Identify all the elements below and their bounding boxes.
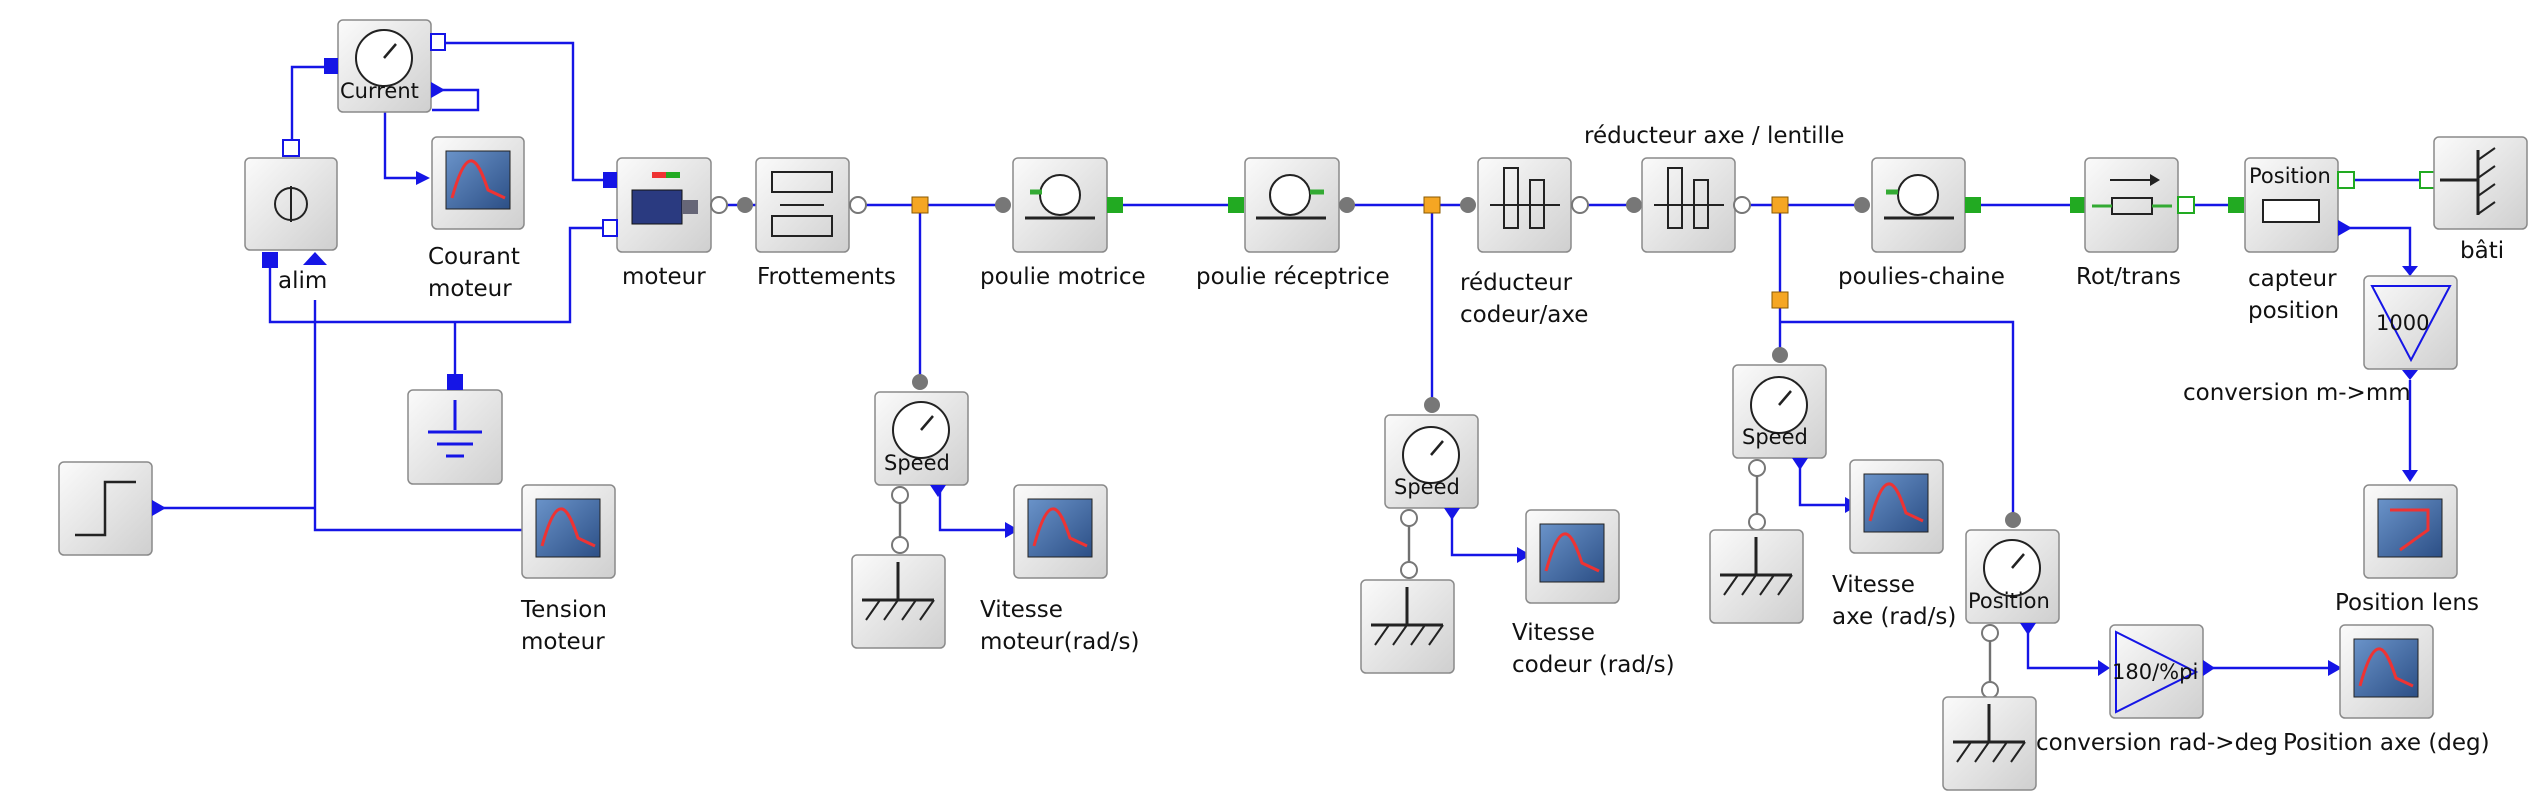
gear-icon xyxy=(1503,167,1519,229)
capteur-position-block[interactable]: Position capteur position xyxy=(2228,157,2355,324)
scope-icon xyxy=(2377,498,2443,558)
tension-label-1: Tension xyxy=(520,597,607,623)
reducteur-codeur-label-1: réducteur xyxy=(1460,270,1573,296)
conversion-rad-deg-label: conversion rad->deg xyxy=(2036,730,2278,756)
poulies-chaine-block[interactable]: poulies-chaine xyxy=(1838,157,2005,290)
motor-icon xyxy=(631,189,683,225)
vitesse-codeur-label-2: codeur (rad/s) xyxy=(1512,652,1675,678)
wires xyxy=(155,41,2420,670)
rot-trans-label: Rot/trans xyxy=(2076,264,2181,290)
junction-2 xyxy=(1423,196,1441,214)
junction-3 xyxy=(1771,196,1789,214)
bati-block[interactable]: bâti xyxy=(2419,136,2528,264)
frottements-block[interactable]: Frottements xyxy=(737,157,896,290)
capteur-label-1: capteur xyxy=(2248,266,2337,292)
fixed-1-block[interactable] xyxy=(851,554,946,649)
rot-trans-block[interactable]: Rot/trans xyxy=(2070,157,2195,290)
moteur-label: moteur xyxy=(622,264,706,290)
speed-2-label: Speed xyxy=(1394,475,1460,499)
vitesse-axe-scope[interactable]: Vitesse axe (rad/s) xyxy=(1832,459,1956,630)
fixed-4-block[interactable] xyxy=(1942,696,2037,791)
reducteur-axe-lentille-block[interactable]: réducteur axe / lentille xyxy=(1584,123,1844,253)
vitesse-moteur-label-1: Vitesse xyxy=(980,597,1063,623)
conversion-m-mm-label: conversion m->mm xyxy=(2183,380,2411,406)
position-lens-label: Position lens xyxy=(2335,590,2479,616)
gain-180-label: 180/%pi xyxy=(2112,660,2198,684)
reducteur-axe-label: réducteur axe / lentille xyxy=(1584,123,1844,149)
ground-block[interactable] xyxy=(407,374,503,485)
courant-label-1: Courant xyxy=(428,244,520,270)
capteur-label-2: position xyxy=(2248,298,2339,324)
position-sensor-label: Position xyxy=(1968,589,2050,613)
pulley-icon xyxy=(1269,174,1311,216)
poulie-motrice-block[interactable]: poulie motrice xyxy=(980,157,1146,290)
poulies-chaine-label: poulies-chaine xyxy=(1838,264,2005,290)
alim-port-top xyxy=(282,139,300,157)
junction-1 xyxy=(911,196,929,214)
friction-icon xyxy=(771,171,833,193)
step-icon xyxy=(75,480,136,537)
vitesse-axe-label-1: Vitesse xyxy=(1832,572,1915,598)
bati-label: bâti xyxy=(2460,238,2504,264)
fixed-2-block[interactable] xyxy=(1360,579,1455,674)
position-lens-scope[interactable]: Position lens xyxy=(2335,470,2479,616)
gear-icon xyxy=(1667,167,1683,229)
courant-label-2: moteur xyxy=(428,276,512,302)
scope-icon xyxy=(1027,498,1093,558)
vitesse-axe-label-2: axe (rad/s) xyxy=(1832,604,1956,630)
tension-label-2: moteur xyxy=(521,629,605,655)
reducteur-codeur-block[interactable]: réducteur codeur/axe xyxy=(1460,157,1589,328)
speed-sensor-3[interactable]: Speed xyxy=(1732,347,1827,531)
scope-icon xyxy=(445,150,511,210)
speed-3-label: Speed xyxy=(1742,425,1808,449)
position-axe-label: Position axe (deg) xyxy=(2283,730,2490,756)
scope-icon xyxy=(1539,523,1605,583)
alim-label: alim xyxy=(278,268,327,294)
scope-icon xyxy=(1863,473,1929,533)
scope-icon xyxy=(2353,638,2419,698)
gain-triangle-icon xyxy=(2115,630,2199,714)
poulie-motrice-label: poulie motrice xyxy=(980,264,1146,290)
pulley-icon xyxy=(1897,174,1939,216)
reducteur-codeur-label-2: codeur/axe xyxy=(1460,302,1588,328)
junction-4 xyxy=(1771,291,1789,309)
moteur-block[interactable]: moteur xyxy=(602,157,728,290)
scope-icon xyxy=(535,498,601,558)
pulley-icon xyxy=(1039,174,1081,216)
step-block[interactable] xyxy=(58,461,166,556)
ruler-icon xyxy=(2262,199,2320,223)
speed-1-label: Speed xyxy=(884,451,950,475)
vitesse-moteur-label-2: moteur(rad/s) xyxy=(980,629,1140,655)
position-sensor[interactable]: Position xyxy=(1965,512,2060,699)
courant-moteur-scope[interactable]: Courant moteur xyxy=(416,136,525,302)
current-label: Current xyxy=(340,79,419,103)
gain-180-pi-block[interactable]: 180/%pi conversion rad->deg xyxy=(2036,624,2278,756)
gain-triangle-icon xyxy=(2370,285,2452,363)
capteur-inner-label: Position xyxy=(2249,164,2331,188)
current-sensor-block[interactable]: Current xyxy=(324,19,446,113)
vitesse-codeur-label-1: Vitesse xyxy=(1512,620,1595,646)
alim-port-bottom xyxy=(262,252,278,268)
gain-1000-label: 1000 xyxy=(2376,311,2429,335)
poulie-receptrice-block[interactable]: poulie réceptrice xyxy=(1196,157,1390,290)
tension-moteur-scope[interactable]: Tension moteur xyxy=(520,484,616,655)
speed-sensor-2[interactable]: Speed xyxy=(1384,397,1479,579)
frottements-label: Frottements xyxy=(757,264,896,290)
speed-sensor-1[interactable]: Speed xyxy=(874,374,969,554)
gain-1000-block[interactable]: 1000 conversion m->mm xyxy=(2183,266,2458,406)
vitesse-moteur-scope[interactable]: Vitesse moteur(rad/s) xyxy=(980,484,1140,655)
position-axe-scope[interactable]: Position axe (deg) xyxy=(2283,624,2490,756)
fixed-3-block[interactable] xyxy=(1709,529,1804,624)
poulie-receptrice-label: poulie réceptrice xyxy=(1196,264,1390,290)
alim-block[interactable]: alim xyxy=(244,139,338,294)
vitesse-codeur-scope[interactable]: Vitesse codeur (rad/s) xyxy=(1512,509,1675,678)
